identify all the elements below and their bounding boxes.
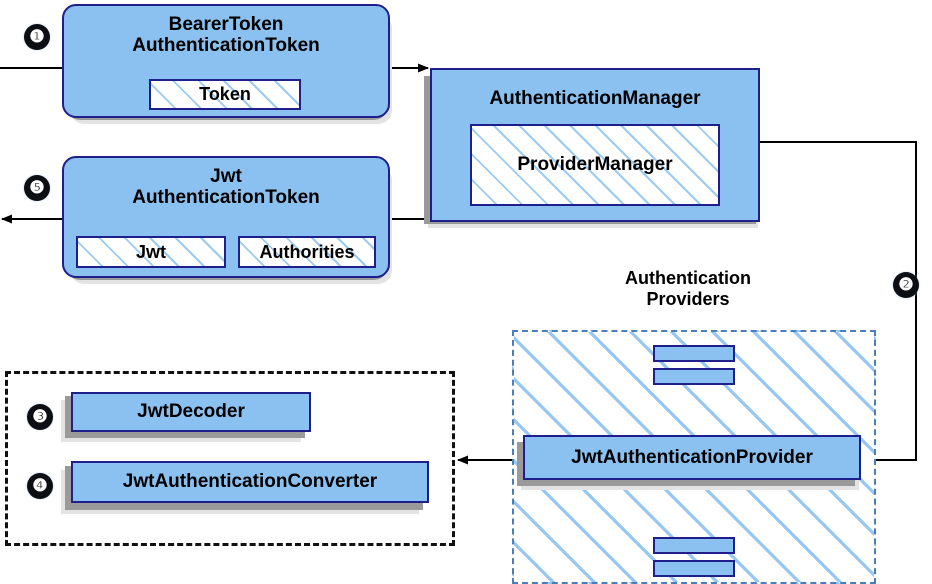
node-bearer-token-authentication-token[interactable]: BearerToken AuthenticationToken — [62, 4, 390, 118]
bearer-token-title-line1: BearerToken — [168, 14, 284, 35]
node-jwt-decoder[interactable]: JwtDecoder — [71, 392, 311, 432]
bearer-token-title-line2: AuthenticationToken — [132, 35, 320, 57]
step-badge-5: ❺ — [24, 175, 50, 201]
provider-placeholder-bar-bottom-2 — [653, 560, 735, 577]
authentication-providers-label: Authentication Providers — [566, 268, 810, 309]
authentication-manager-title: AuthenticationManager — [489, 88, 701, 109]
jwt-token-inner-jwt: Jwt — [76, 236, 226, 268]
jwt-authentication-provider-title: JwtAuthenticationProvider — [571, 446, 813, 468]
jwt-token-inner-authorities: Authorities — [238, 236, 376, 268]
jwt-decoder-title: JwtDecoder — [137, 401, 245, 423]
node-jwt-authentication-provider[interactable]: JwtAuthenticationProvider — [523, 435, 861, 480]
step-badge-2: ❷ — [893, 272, 919, 298]
authentication-providers-label-line2: Providers — [646, 288, 730, 309]
jwt-token-title-line1: Jwt — [210, 166, 242, 187]
provider-placeholder-bar-bottom-1 — [653, 537, 735, 554]
step-badge-3: ❸ — [27, 404, 53, 430]
provider-placeholder-bar-top-1 — [653, 345, 735, 362]
jwt-authentication-converter-title: JwtAuthenticationConverter — [122, 471, 378, 493]
step-badge-4: ❹ — [27, 473, 53, 499]
bearer-token-inner-token: Token — [149, 79, 301, 110]
authentication-manager-inner-provider-manager: ProviderManager — [470, 124, 720, 206]
authentication-providers-label-line1: Authentication — [625, 268, 751, 288]
jwt-token-title-line2: AuthenticationToken — [132, 187, 320, 209]
step-badge-1: ❶ — [24, 24, 50, 50]
provider-placeholder-bar-top-2 — [653, 368, 735, 385]
node-jwt-authentication-converter[interactable]: JwtAuthenticationConverter — [71, 461, 429, 503]
